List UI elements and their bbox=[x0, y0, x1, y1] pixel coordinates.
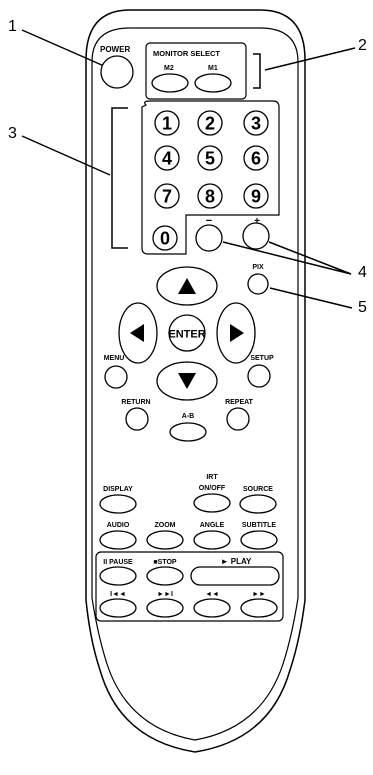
angle-button[interactable] bbox=[193, 530, 231, 550]
numpad-keys: 1 2 3 4 5 6 7 8 9 0 bbox=[152, 110, 269, 251]
display-label: DISPLAY bbox=[103, 486, 133, 493]
digit-2-key[interactable]: 2 bbox=[197, 110, 223, 136]
monitor-bracket bbox=[253, 53, 261, 89]
irt-label-line2: ON/OFF bbox=[199, 485, 226, 492]
remote-inner-body bbox=[91, 27, 299, 741]
return-label: RETURN bbox=[121, 399, 150, 406]
angle-label: ANGLE bbox=[200, 522, 225, 529]
setup-button[interactable] bbox=[247, 364, 271, 388]
next-button[interactable] bbox=[146, 598, 184, 618]
prev-button[interactable] bbox=[99, 598, 137, 618]
left-arrow-icon bbox=[130, 324, 144, 342]
playback-group bbox=[95, 551, 284, 622]
callout-5-label: 5 bbox=[358, 299, 367, 316]
digit-0-key[interactable]: 0 bbox=[152, 225, 178, 251]
digit-7-key[interactable]: 7 bbox=[154, 183, 180, 209]
rewind-label: ◄◄ bbox=[205, 591, 219, 598]
setup-label: SETUP bbox=[250, 355, 274, 362]
callout-5-line bbox=[269, 287, 353, 309]
callout-2-label: 2 bbox=[358, 37, 367, 54]
m2-label: M2 bbox=[164, 65, 174, 72]
audio-label: AUDIO bbox=[107, 522, 130, 529]
pix-label: PIX bbox=[252, 264, 264, 271]
digit-9-key[interactable]: 9 bbox=[243, 183, 269, 209]
m2-button[interactable] bbox=[151, 73, 189, 93]
digit-1-label: 1 bbox=[162, 114, 172, 134]
irt-onoff-button[interactable] bbox=[193, 493, 231, 513]
digit-7-label: 7 bbox=[162, 187, 172, 207]
forward-button[interactable] bbox=[240, 598, 278, 618]
callout-4-label: 4 bbox=[358, 264, 367, 281]
down-arrow-icon bbox=[178, 373, 196, 389]
source-button[interactable] bbox=[239, 494, 277, 514]
ab-button[interactable] bbox=[169, 422, 207, 442]
display-button[interactable] bbox=[99, 494, 137, 514]
return-button[interactable] bbox=[125, 407, 149, 431]
repeat-label: REPEAT bbox=[225, 399, 254, 406]
digit-5-key[interactable]: 5 bbox=[197, 145, 223, 171]
m1-button[interactable] bbox=[194, 73, 232, 93]
callout-4-line-a bbox=[222, 241, 352, 275]
right-arrow-icon bbox=[230, 324, 244, 342]
minus-label: − bbox=[206, 215, 212, 227]
callout-3-line bbox=[21, 135, 111, 176]
callout-1-label: 1 bbox=[8, 18, 17, 35]
subtitle-label: SUBTITLE bbox=[242, 522, 277, 529]
digit-0-label: 0 bbox=[160, 229, 170, 249]
callout-3-label: 3 bbox=[8, 125, 17, 142]
stop-label: ■STOP bbox=[153, 559, 176, 566]
pix-button[interactable] bbox=[247, 273, 269, 295]
menu-button[interactable] bbox=[104, 365, 128, 389]
audio-button[interactable] bbox=[99, 530, 137, 550]
callout-4-line-b bbox=[268, 241, 352, 275]
irt-label-line1: IRT bbox=[206, 474, 218, 481]
numpad-bracket bbox=[111, 107, 128, 249]
play-label: ► PLAY bbox=[221, 557, 252, 566]
digit-2-label: 2 bbox=[205, 114, 215, 134]
forward-label: ►► bbox=[252, 591, 266, 598]
pause-button[interactable] bbox=[99, 566, 137, 586]
up-arrow-icon bbox=[178, 278, 196, 294]
subtitle-button[interactable] bbox=[240, 530, 278, 550]
zoom-button[interactable] bbox=[146, 530, 184, 550]
plus-label: + bbox=[254, 216, 260, 227]
digit-5-label: 5 bbox=[205, 149, 215, 169]
play-button[interactable] bbox=[190, 566, 280, 586]
power-button[interactable] bbox=[100, 55, 134, 89]
pause-label: II PAUSE bbox=[103, 559, 133, 566]
enter-button[interactable] bbox=[168, 314, 206, 352]
digit-4-key[interactable]: 4 bbox=[154, 145, 180, 171]
digit-8-key[interactable]: 8 bbox=[197, 183, 223, 209]
monitor-select-group bbox=[145, 42, 247, 100]
repeat-button[interactable] bbox=[226, 407, 250, 431]
digit-4-label: 4 bbox=[162, 149, 172, 169]
menu-label: MENU bbox=[104, 355, 125, 362]
enter-label: ENTER bbox=[168, 329, 205, 341]
ab-label: A-B bbox=[182, 413, 194, 420]
numpad-group bbox=[141, 100, 280, 255]
digit-3-key[interactable]: 3 bbox=[243, 110, 269, 136]
stop-button[interactable] bbox=[146, 566, 184, 586]
power-label: POWER bbox=[100, 45, 130, 54]
zoom-label: ZOOM bbox=[155, 522, 176, 529]
next-label: ►►I bbox=[157, 591, 173, 598]
prev-label: I◄◄ bbox=[110, 591, 126, 598]
volume-plus-button[interactable] bbox=[242, 222, 270, 250]
monitor-select-label: MONITOR SELECT bbox=[153, 49, 220, 58]
volume-minus-button[interactable] bbox=[195, 224, 223, 252]
digit-6-key[interactable]: 6 bbox=[243, 145, 269, 171]
digit-3-label: 3 bbox=[251, 114, 261, 134]
callout-2-line bbox=[264, 47, 356, 71]
m1-label: M1 bbox=[208, 65, 218, 72]
digit-1-key[interactable]: 1 bbox=[154, 110, 180, 136]
rewind-button[interactable] bbox=[193, 598, 231, 618]
digit-6-label: 6 bbox=[251, 149, 261, 169]
digit-8-label: 8 bbox=[205, 187, 215, 207]
digit-9-label: 9 bbox=[251, 187, 261, 207]
callout-1-line bbox=[21, 29, 105, 67]
source-label: SOURCE bbox=[243, 486, 273, 493]
nav-pad: ENTER bbox=[118, 266, 256, 401]
